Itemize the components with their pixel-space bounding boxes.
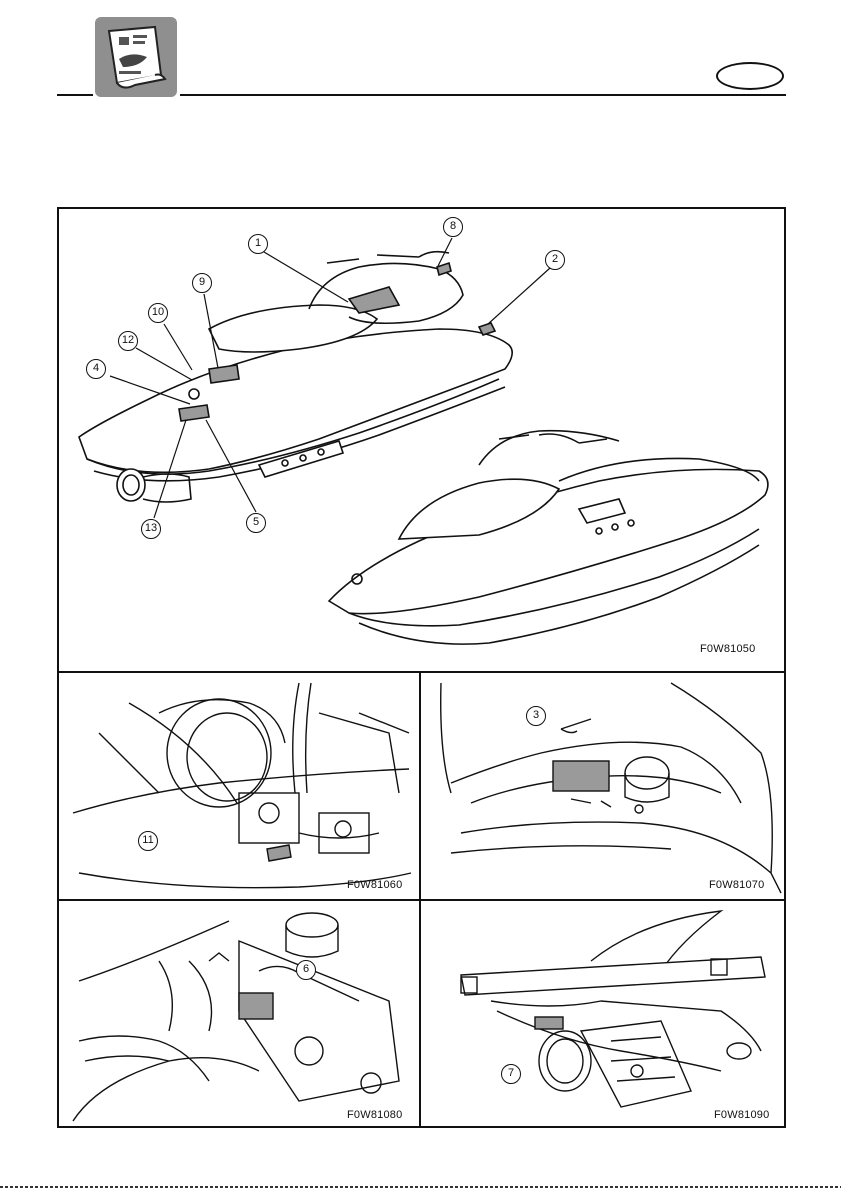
callout-11: 11	[138, 831, 158, 851]
jet-pump-panel: F0W81090	[419, 899, 786, 1128]
page-bottom-edge	[0, 1186, 841, 1188]
engine-left-panel: F0W81060	[57, 671, 421, 901]
figure-code-storage: F0W81070	[709, 879, 764, 891]
callout-2: 2	[545, 250, 565, 270]
figure-code-jet-pump: F0W81090	[714, 1109, 769, 1121]
callout-5: 5	[246, 513, 266, 533]
callout-4: 4	[86, 359, 106, 379]
engine-right-illustration	[59, 901, 423, 1130]
storage-compartment-illustration	[421, 673, 788, 903]
engine-left-illustration	[59, 673, 423, 903]
callout-12: 12	[118, 331, 138, 351]
callout-13: 13	[141, 519, 161, 539]
figure-code-engine-right: F0W81080	[347, 1109, 402, 1121]
callout-8: 8	[443, 217, 463, 237]
callout-1: 1	[248, 234, 268, 254]
engine-right-panel: F0W81080	[57, 899, 421, 1128]
callout-7: 7	[501, 1064, 521, 1084]
storage-panel: F0W81070	[419, 671, 786, 901]
callout-9: 9	[192, 273, 212, 293]
callout-3: 3	[526, 706, 546, 726]
callout-10: 10	[148, 303, 168, 323]
callout-6: 6	[296, 960, 316, 980]
jet-pump-illustration	[421, 901, 788, 1130]
figure-code-engine-left: F0W81060	[347, 879, 402, 891]
